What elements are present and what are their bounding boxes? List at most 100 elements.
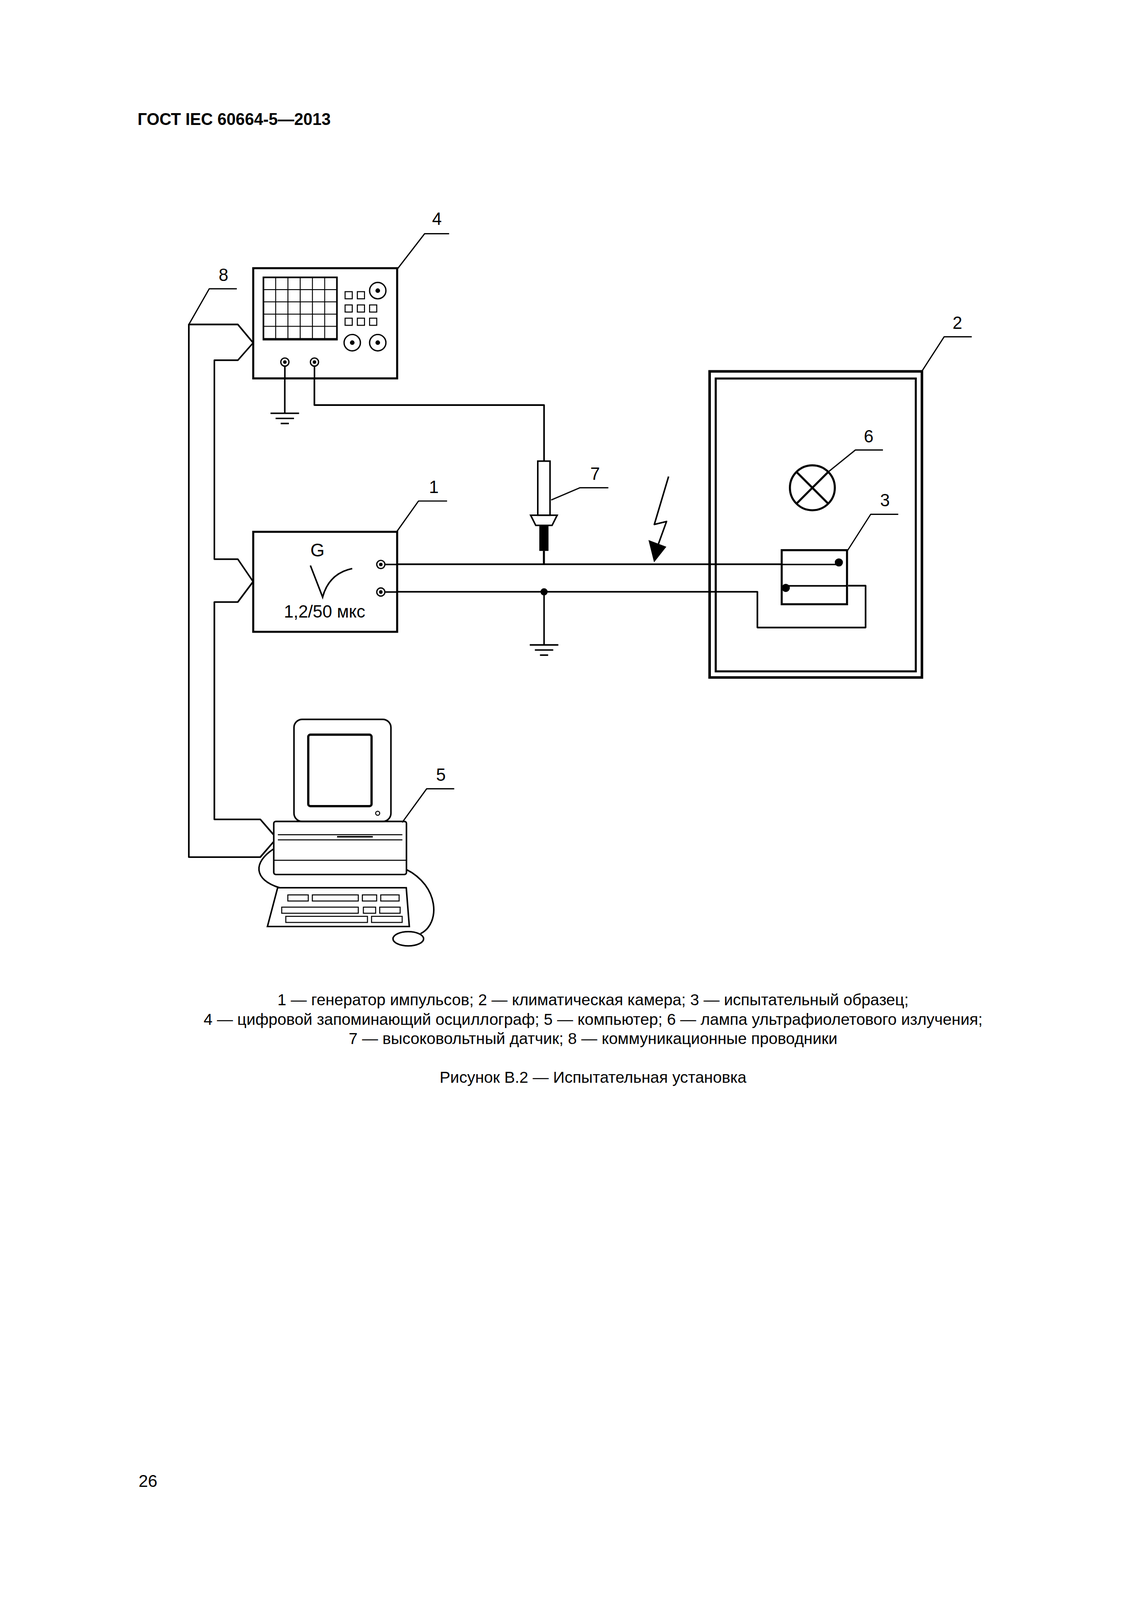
probe-body <box>537 461 551 516</box>
electrode-dot <box>782 584 790 592</box>
lamp-cross <box>796 471 829 504</box>
electrode-dot <box>835 558 843 567</box>
return-wire <box>396 585 866 628</box>
keyboard-keys <box>379 907 401 914</box>
device-node: 5 <box>273 821 407 875</box>
terminal <box>310 358 319 367</box>
probe-flange <box>530 515 558 526</box>
figure-caption: Рисунок В.2 — Испытательная установка <box>438 1068 749 1087</box>
device-outline <box>788 464 836 512</box>
uv-lamp <box>790 465 835 511</box>
monitor <box>293 719 392 822</box>
ground-symbol <box>270 412 300 414</box>
probe-tip <box>542 551 545 565</box>
page-number: 26 <box>136 1472 160 1492</box>
ground-lead <box>283 378 286 414</box>
button <box>344 292 353 300</box>
terminal <box>280 358 289 367</box>
screen-grid <box>263 338 337 340</box>
screen-grid <box>263 289 337 291</box>
keyboard-keys <box>287 895 309 902</box>
pulse-symbol <box>310 565 353 597</box>
knob <box>369 282 387 300</box>
keyboard-keys <box>362 895 377 902</box>
communication-conductor <box>188 324 274 858</box>
leader-line <box>921 336 972 372</box>
terminal-lead <box>283 366 286 379</box>
terminal-lead <box>384 563 397 565</box>
button <box>357 318 365 326</box>
drive-bay <box>277 834 402 836</box>
screen-grid <box>275 277 277 340</box>
button <box>369 305 377 313</box>
key-text: 1 — генератор импульсов; 2 — климатическ… <box>275 991 911 1010</box>
chamber-inner-wall <box>715 378 916 672</box>
callout-number: 5 <box>434 765 448 786</box>
keyboard-keys <box>363 907 376 914</box>
device-label: G <box>308 539 327 561</box>
device-node: 3 <box>780 549 849 606</box>
hv-wire <box>396 563 781 566</box>
screen-grid <box>263 326 337 328</box>
screen-grid <box>312 277 313 340</box>
lightning-symbol <box>654 476 669 548</box>
knob-center <box>349 340 355 345</box>
knob <box>369 334 387 352</box>
button <box>357 305 365 313</box>
communication-conductor <box>214 581 274 835</box>
keyboard <box>267 887 410 927</box>
ground-symbol <box>280 422 289 425</box>
device-node: 4 <box>253 268 397 379</box>
terminal-center <box>379 590 383 594</box>
lightning-arrowhead <box>649 541 666 562</box>
terminal-center <box>312 360 317 365</box>
running-header: ГОСТ IEC 60664-5—2013 <box>135 109 333 129</box>
mouse <box>392 932 424 947</box>
specimen-box <box>782 550 848 605</box>
drive-slot <box>336 836 373 838</box>
knob <box>344 334 361 352</box>
terminal-center <box>283 360 287 365</box>
callout-number: 7 <box>588 464 602 485</box>
key-text: 4 — цифровой запоминающий осциллограф; 5… <box>201 1010 985 1029</box>
callout-number: 6 <box>861 427 876 448</box>
device-outline <box>708 370 924 679</box>
key-text: 7 — высоковольтный датчик; 8 — коммуника… <box>346 1029 840 1049</box>
leader-line <box>847 514 899 552</box>
leader-line <box>829 450 884 472</box>
ground-symbol <box>275 417 294 420</box>
monitor-led <box>375 811 380 816</box>
device-label: 1,2/50 мкс <box>281 602 367 623</box>
device-outline <box>530 461 558 565</box>
device-node: 7 <box>530 461 558 565</box>
mouse-cable <box>406 869 434 934</box>
button <box>344 305 353 313</box>
ground-symbol <box>539 654 548 657</box>
leader-line <box>188 288 237 325</box>
generator-body <box>253 532 397 632</box>
specimen-electrode <box>782 563 840 565</box>
knob-center <box>375 288 380 293</box>
device-outline <box>780 549 849 606</box>
keyboard-keys <box>371 916 402 923</box>
leader-line <box>551 487 609 501</box>
ground-lead <box>543 592 545 646</box>
keyboard-keys <box>380 895 399 902</box>
device-node: 1G1,2/50 мкс <box>253 532 397 632</box>
callout-number: 4 <box>430 209 444 230</box>
leader-line <box>401 788 454 823</box>
output-terminal <box>376 560 386 569</box>
screen-grid <box>287 277 289 340</box>
device-node: 263 <box>708 370 924 679</box>
oscilloscope-body <box>253 268 397 379</box>
button <box>369 318 377 326</box>
keyboard-keys <box>285 916 368 923</box>
callout-number: 8 <box>216 265 230 286</box>
button <box>344 318 353 326</box>
callout-number: 2 <box>950 313 965 334</box>
screen-grid <box>263 301 337 303</box>
terminal-lead <box>313 366 315 379</box>
keyboard-keys <box>312 895 359 902</box>
